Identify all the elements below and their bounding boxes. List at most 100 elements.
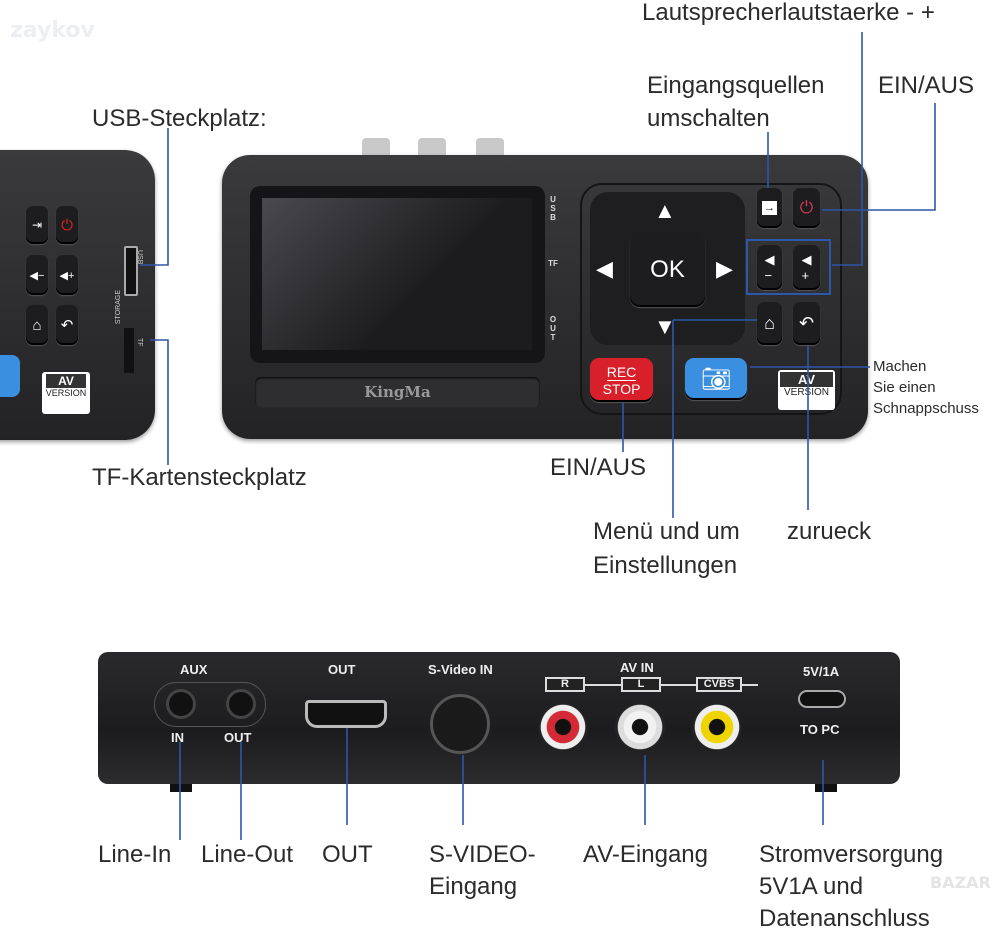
power-button[interactable]: ⏻: [793, 188, 820, 228]
usb-slot-label: USB-Steckplatz:: [92, 105, 267, 132]
screen: [262, 198, 532, 350]
stop-text: STOP: [602, 380, 641, 397]
rca-top-connector: [476, 138, 504, 158]
back-button[interactable]: ↶: [793, 302, 820, 345]
dpad[interactable]: ▲ ▼ ◀ ▶ OK: [590, 192, 745, 345]
input-source-label-line2: umschalten: [647, 105, 770, 132]
power-supply-label-line3: Datenanschluss: [759, 905, 930, 932]
screen-bezel: [250, 186, 545, 363]
snapshot-label-line1: Machen: [873, 358, 927, 375]
volume-down-icon: ◀−: [26, 255, 48, 295]
device-back-view: AUX IN OUT OUT S-Video IN AV IN R L CVBS…: [98, 652, 900, 784]
input-source-label-line1: Eingangsquellen: [647, 72, 825, 99]
rca-top-connector: [418, 138, 446, 158]
tf-slot: [124, 328, 134, 373]
camera-icon: 📷︎: [700, 365, 732, 393]
av-text: AV: [46, 374, 86, 388]
svideo-label-line1: S-VIDEO-: [429, 841, 536, 868]
foot: [170, 784, 192, 792]
device-side-view: ⇥ ⏻ ◀− ◀+ ⌂ ↶ AV VERSION USB STORAGE TF: [0, 150, 155, 440]
back-icon: ↶: [56, 305, 78, 345]
volume-down-icon: ◀−: [764, 252, 775, 283]
power-rating-label: 5V/1A: [803, 664, 840, 679]
power-top-label: EIN/AUS: [878, 72, 975, 99]
aux-label: AUX: [180, 662, 208, 677]
usb-port: [124, 246, 138, 296]
volume-down-button[interactable]: ◀−: [757, 245, 782, 290]
led-usb-label: USB: [550, 195, 556, 222]
volume-up-icon: ◀+: [56, 255, 78, 295]
av-version-badge: AV VERSION: [42, 372, 90, 414]
rca-top-connector: [362, 138, 390, 158]
aux-in-label: IN: [171, 730, 184, 745]
led-tf-label: TF: [548, 259, 558, 268]
version-text: VERSION: [783, 387, 829, 398]
aux-out-label: OUT: [224, 730, 252, 745]
up-arrow-icon[interactable]: ▲: [654, 198, 676, 223]
usb-c-port[interactable]: [798, 690, 846, 708]
av-version-badge: AV VERSION: [778, 370, 835, 410]
power-supply-label-line2: 5V1A und: [759, 873, 864, 900]
snapshot-label-line3: Schnappschuss: [873, 400, 979, 417]
svideo-port[interactable]: [430, 694, 490, 754]
svideo-label: S-Video IN: [428, 662, 493, 677]
volume-buttons-highlight: [746, 239, 831, 295]
volume-up-icon: ◀+: [801, 252, 812, 283]
r-label: R: [545, 677, 585, 692]
rca-r-jack[interactable]: [538, 702, 588, 752]
av-text: AV: [780, 372, 833, 387]
ok-button[interactable]: OK: [630, 232, 705, 307]
foot: [815, 784, 837, 792]
menu-label-line1: Menü und um: [593, 518, 740, 545]
speaker-volume-label: Lautsprecherlautstaerke - +: [642, 0, 935, 26]
home-button[interactable]: ⌂: [757, 302, 782, 345]
power-supply-label-line1: Stromversorgung: [759, 841, 944, 868]
rec-text: REC: [606, 363, 637, 381]
out-label: OUT: [322, 841, 373, 868]
input-source-icon: ⇥: [26, 206, 48, 244]
svideo-label-line2: Eingang: [429, 873, 518, 900]
rca-cvbs-jack[interactable]: [692, 702, 742, 752]
down-arrow-icon[interactable]: ▼: [654, 314, 676, 339]
back-label: zurueck: [787, 518, 872, 545]
hdmi-out-label: OUT: [328, 662, 356, 677]
l-label: L: [621, 677, 661, 692]
usb-side-label: USB: [136, 250, 143, 265]
av-in-label: AV IN: [620, 660, 654, 675]
snapshot-label-line2: Sie einen: [873, 379, 936, 396]
power-bottom-label: EIN/AUS: [550, 454, 647, 481]
hdmi-port[interactable]: [305, 700, 387, 728]
line-out-label: Line-Out: [201, 841, 294, 868]
watermark-zaykov: zaykov: [10, 18, 95, 43]
aux-panel: [154, 682, 266, 727]
home-icon: ⌂: [764, 313, 775, 333]
storage-label: STORAGE: [115, 290, 122, 325]
aux-in-jack[interactable]: [166, 689, 196, 719]
rca-l-jack[interactable]: [615, 702, 665, 752]
camera-button-partial: [0, 355, 20, 397]
to-pc-label: TO PC: [800, 722, 840, 737]
left-arrow-icon[interactable]: ◀: [596, 256, 613, 281]
watermark-bazar: BAZAR: [930, 873, 991, 892]
input-source-icon: →: [762, 201, 777, 215]
input-source-button[interactable]: →: [757, 188, 782, 228]
device-front-view: KingMa USB TF OUT ▲ ▼ ◀ ▶ OK → ⏻ ◀− ◀+ ⌂…: [222, 155, 868, 439]
cvbs-label: CVBS: [696, 677, 742, 692]
power-icon: ⏻: [799, 198, 814, 217]
rec-stop-button[interactable]: REC STOP: [590, 358, 653, 402]
home-icon: ⌂: [26, 305, 48, 345]
volume-up-button[interactable]: ◀+: [793, 245, 820, 290]
back-icon: ↶: [798, 313, 815, 333]
snapshot-button[interactable]: 📷︎: [685, 358, 747, 400]
power-icon: ⏻: [56, 206, 78, 244]
line-in-label: Line-In: [98, 841, 172, 868]
version-text: VERSION: [45, 388, 87, 398]
tf-side-label: TF: [136, 338, 143, 347]
menu-label-line2: Einstellungen: [593, 552, 738, 579]
aux-out-jack[interactable]: [226, 689, 256, 719]
brand-bar: KingMa: [255, 377, 540, 408]
av-input-label: AV-Eingang: [583, 841, 708, 868]
led-out-label: OUT: [549, 315, 557, 342]
right-arrow-icon[interactable]: ▶: [716, 256, 733, 281]
tf-slot-label: TF-Kartensteckplatz: [92, 464, 307, 491]
